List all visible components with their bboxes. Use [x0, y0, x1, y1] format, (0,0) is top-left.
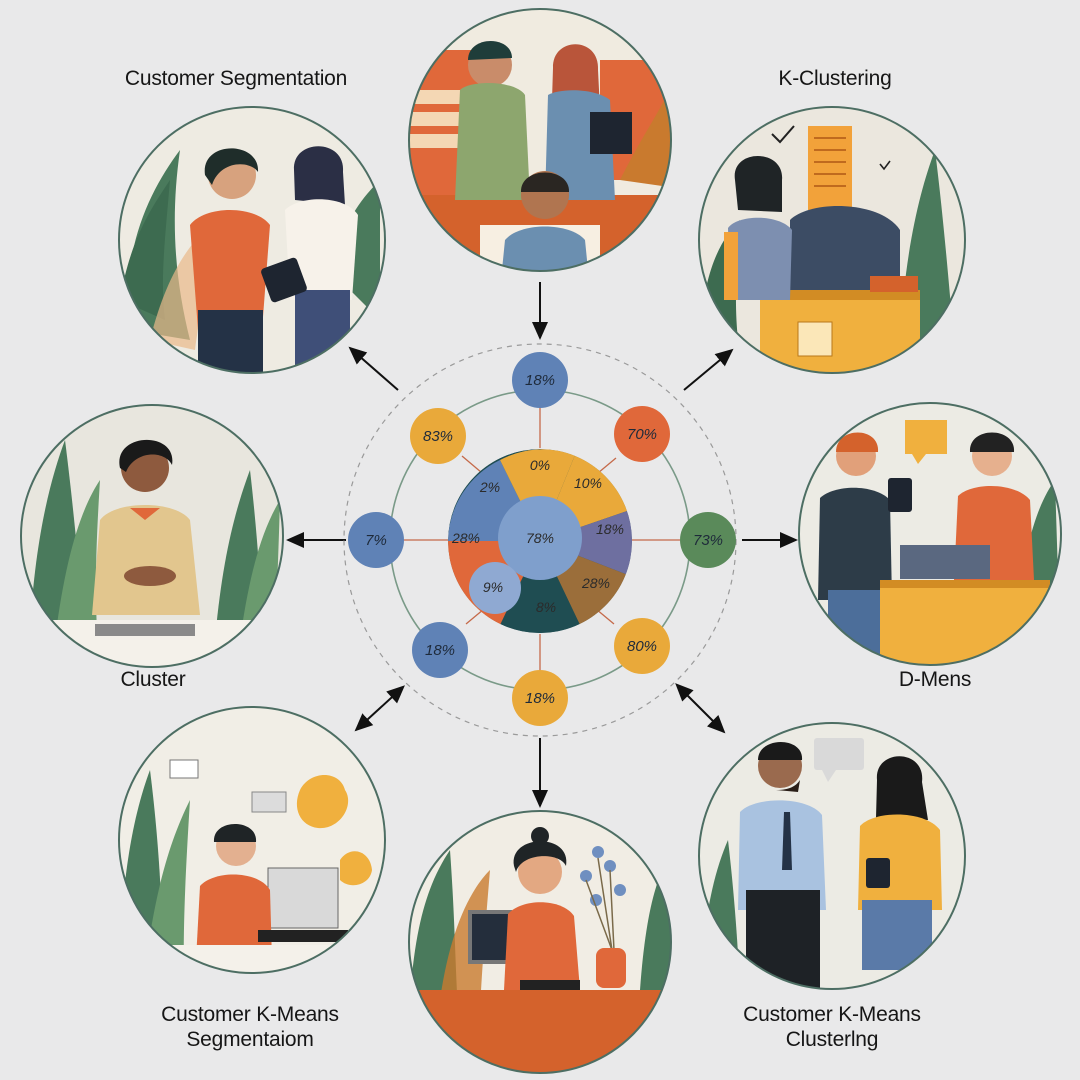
label-customer-kmeans-segmentation: Customer K-Means Segmentaiom [110, 1002, 390, 1052]
hub-node-label: 83% [423, 428, 453, 445]
core-label: 28% [451, 530, 480, 546]
connector-arrows [286, 282, 798, 808]
hub-node-top-right [614, 406, 670, 462]
vignette-top-center [408, 8, 672, 272]
vignette-mid-left [20, 404, 284, 668]
hub-node-top [512, 352, 568, 408]
hub-nodes: 18% 70% 73% 80% 18% 18% 7% 83% [348, 352, 736, 726]
hub-node-label: 70% [627, 426, 657, 443]
core-label: 0% [530, 457, 550, 473]
hub-node-label: 18% [525, 372, 555, 389]
hub-node-bottom-left [412, 622, 468, 678]
vignette-top-left [118, 106, 386, 374]
label-d-mens: D-Mens [898, 668, 972, 691]
core-label: 10% [574, 475, 602, 491]
hub-core-labels: 0% 10% 2% 18% 28% 28% 9% 8% 78% [451, 457, 624, 615]
label-k-clustering: K-Clustering [778, 67, 892, 90]
label-line-2: Clusterlng [785, 1028, 879, 1051]
core-label: 8% [536, 599, 556, 615]
core-label: 18% [596, 521, 624, 537]
hub-node-bottom-right [614, 618, 670, 674]
hub-node-left [348, 512, 404, 568]
vignette-bottom-right [698, 722, 966, 990]
core-label: 2% [479, 479, 500, 495]
core-center-label: 78% [526, 530, 554, 546]
hub-node-bottom [512, 670, 568, 726]
arrow-to-bottom-right [675, 683, 726, 734]
central-hub: 0% 10% 2% 18% 28% 28% 9% 8% 78% 18% 70% 73… [343, 343, 737, 737]
core-label: 28% [581, 575, 610, 591]
label-customer-kmeans-clustering: Customer K-Means Clusterlng [692, 1002, 972, 1052]
vignette-bottom-center [408, 810, 672, 1074]
hub-node-label: 18% [425, 642, 455, 659]
hub-node-label: 80% [627, 638, 657, 655]
vignette-bottom-left [118, 706, 386, 974]
arrow-to-bottom-left [354, 685, 405, 732]
vignette-top-right [698, 106, 966, 374]
vignette-mid-right [798, 402, 1062, 666]
label-line-1: Customer K-Means [161, 1003, 339, 1026]
core-label: 9% [483, 579, 503, 595]
hub-node-label: 18% [525, 690, 555, 707]
label-customer-segmentation: Customer Segmentation [124, 67, 348, 90]
label-line-2: Segmentaiom [186, 1028, 314, 1051]
hub-node-label: 7% [365, 532, 387, 549]
hub-node-top-left [410, 408, 466, 464]
hub-node-right [680, 512, 736, 568]
label-line-1: Customer K-Means [743, 1003, 921, 1026]
hub-node-label: 73% [693, 532, 723, 549]
label-cluster: Cluster [120, 668, 186, 691]
arrow-to-top-right [683, 348, 734, 391]
hub-core [448, 449, 632, 633]
arrow-to-top-left [348, 346, 399, 391]
